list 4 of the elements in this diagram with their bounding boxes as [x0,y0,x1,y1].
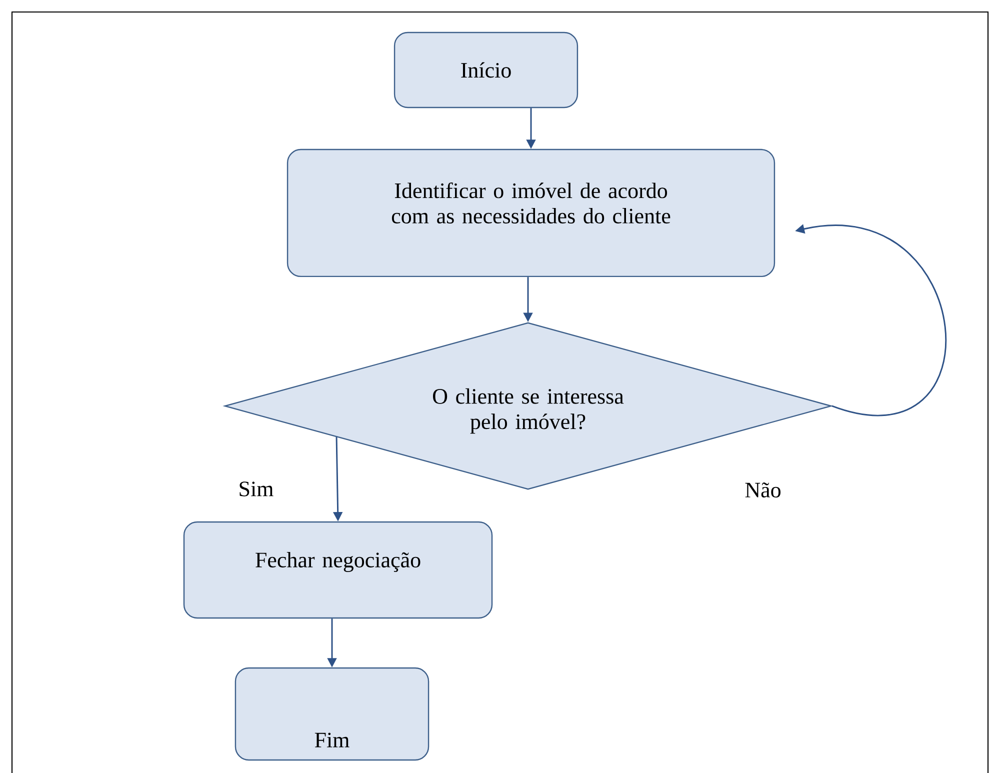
end-box: Fim [234,667,430,761]
start-box: Início [394,32,578,108]
process-box: Identificar o imóvel de acordo com as necessidades do cliente [286,148,776,278]
process-box: Fechar negociação [183,521,493,619]
